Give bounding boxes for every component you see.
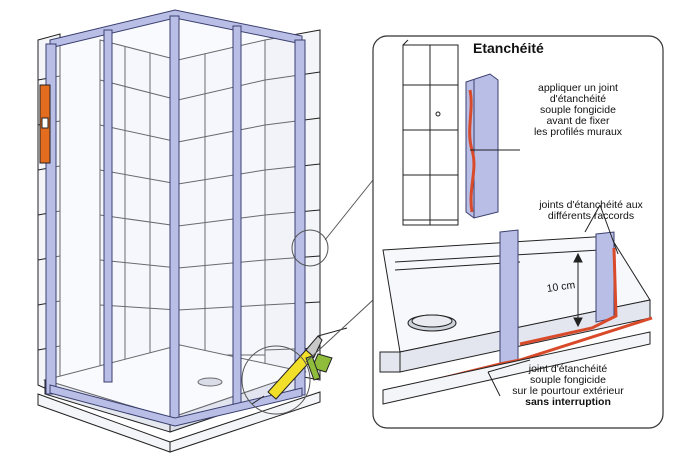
glass-enclosure bbox=[45, 9, 306, 427]
zoom-circle-wall bbox=[291, 229, 329, 267]
callout-right-line-1: joints d'étanchéité aux bbox=[539, 199, 643, 211]
callout-top-line-5: les profilés muraux bbox=[533, 126, 623, 138]
caulking-gun-icon bbox=[251, 327, 348, 405]
callout-bottom-bold: sans interruption bbox=[525, 396, 611, 408]
right-wall-tiles bbox=[264, 29, 321, 381]
callout-connections: joints d'étanchéité aux différents racco… bbox=[526, 200, 656, 222]
spirit-level-icon bbox=[39, 84, 51, 164]
callout-top-line-1: appliquer un joint bbox=[538, 82, 618, 94]
shower-illustration bbox=[37, 9, 374, 453]
wall-profile-detail bbox=[402, 39, 520, 226]
left-door-profile bbox=[103, 29, 113, 383]
callout-top-line-4: avant de fixer bbox=[546, 115, 610, 127]
left-wall-profile bbox=[45, 43, 57, 395]
callout-bottom-line-1: joint d'étanchéité bbox=[528, 363, 608, 375]
right-door-profile bbox=[232, 25, 242, 405]
back-wall-tiles bbox=[99, 39, 266, 369]
zoom-circle-base bbox=[241, 345, 311, 415]
callout-bottom-line-3: sur le pourtour extérieur bbox=[512, 385, 624, 397]
callout-top-line-2: d'étanchéité bbox=[549, 93, 607, 105]
callout-right-line-2: différents raccords bbox=[547, 210, 635, 222]
callout-bottom-line-2: souple fongicide bbox=[530, 374, 606, 386]
callout-wall-profile: appliquer un joint d'étanchéité souple f… bbox=[508, 83, 648, 138]
base-tiles bbox=[37, 391, 321, 453]
callout-perimeter: joint d'étanchéité souple fongicide sur … bbox=[488, 364, 648, 408]
panel-title: Etanchéité bbox=[473, 40, 544, 56]
right-wall-profile bbox=[294, 39, 306, 396]
zoom-panel bbox=[372, 35, 664, 429]
tray-corner-detail bbox=[379, 204, 653, 405]
corner-profile bbox=[169, 15, 180, 425]
callout-top-line-3: souple fongicide bbox=[540, 104, 616, 116]
